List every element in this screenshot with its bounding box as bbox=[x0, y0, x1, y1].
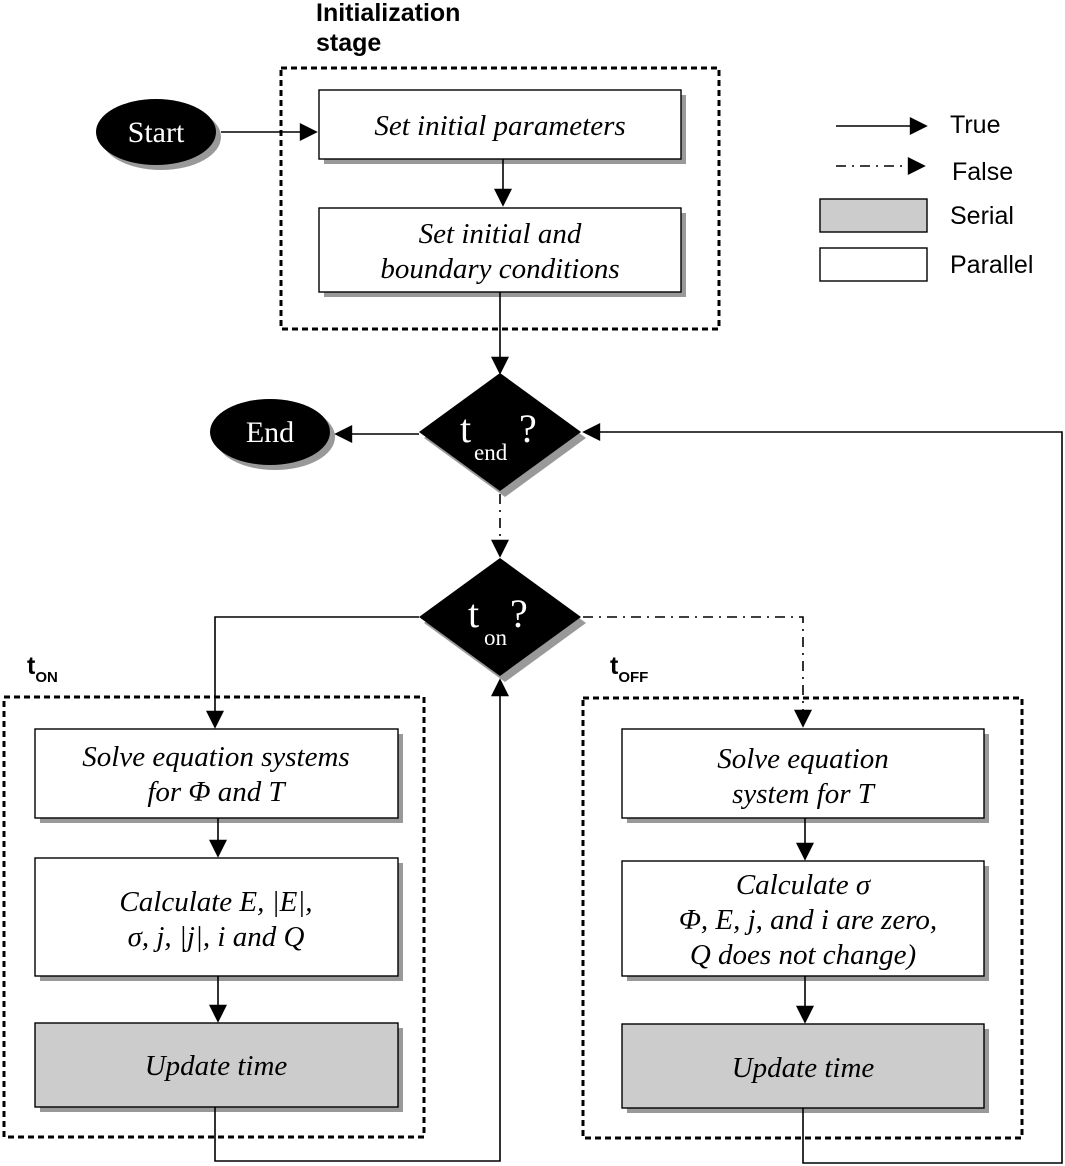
diamond-shape bbox=[419, 558, 581, 676]
off-calc-box: Calculate σ Φ, E, j, and i are zero, Q d… bbox=[621, 860, 989, 981]
box-label-line2: boundary conditions bbox=[380, 253, 619, 285]
box-shape bbox=[621, 860, 985, 977]
arrow-on-update-loop-to-ton bbox=[214, 678, 509, 1162]
ton-stage-label-sub: ON bbox=[35, 669, 58, 686]
off-solve-box: Solve equation system for T bbox=[621, 728, 989, 823]
set-initial-conditions-box: Set initial and boundary conditions bbox=[318, 207, 686, 297]
box-label-line1: Set initial and bbox=[419, 218, 582, 250]
ton-decision-question: ? bbox=[510, 591, 528, 636]
tend-decision-sub: end bbox=[474, 440, 508, 465]
end-terminal-label: End bbox=[246, 416, 294, 449]
ton-decision: t on ? bbox=[419, 558, 586, 682]
end-terminal: End bbox=[210, 399, 335, 470]
on-calc-box: Calculate E, |E|, σ, j, |j|, i and Q bbox=[34, 857, 403, 981]
box-label-line2: σ, j, |j|, i and Q bbox=[128, 921, 305, 953]
initialization-stage-group: Initialization stage bbox=[279, 0, 721, 331]
ton-stage-label-main: t bbox=[27, 652, 36, 680]
ton-decision-sub: on bbox=[484, 625, 508, 650]
start-terminal: Start bbox=[96, 99, 221, 170]
arrow-off-update-loop-to-tend bbox=[582, 423, 1063, 1164]
ton-stage-group: tON bbox=[2, 652, 426, 1139]
box-label: Set initial parameters bbox=[374, 110, 625, 142]
legend-true-label: True bbox=[950, 111, 1000, 139]
box-label-line1: Calculate σ bbox=[736, 869, 872, 901]
toff-stage-label-sub: OFF bbox=[618, 669, 648, 686]
diamond-shape bbox=[419, 373, 581, 491]
legend-parallel-swatch bbox=[819, 247, 928, 282]
box-shape bbox=[621, 728, 985, 819]
ton-stage-label: tON bbox=[27, 652, 58, 686]
on-solve-box: Solve equation systems for Φ and T bbox=[34, 728, 403, 823]
box-label-line1: Calculate E, |E|, bbox=[119, 886, 312, 918]
toff-stage-label-main: t bbox=[610, 652, 619, 680]
start-terminal-label: Start bbox=[128, 116, 185, 149]
arrow-ton-to-on-solve bbox=[206, 616, 419, 729]
box-label-line2: Φ, E, j, and i are zero, bbox=[679, 904, 937, 936]
tend-decision-main: t bbox=[460, 406, 471, 451]
ton-decision-main: t bbox=[468, 591, 479, 636]
set-initial-parameters-box: Set initial parameters bbox=[318, 89, 686, 164]
box-shape bbox=[34, 857, 399, 977]
box-label-line1: Solve equation bbox=[717, 743, 889, 775]
legend: True False Serial Parallel bbox=[819, 111, 1033, 282]
box-shape bbox=[34, 1022, 399, 1108]
toff-stage-label: tOFF bbox=[610, 652, 648, 686]
tend-decision-question: ? bbox=[519, 406, 537, 451]
box-label-line2: system for T bbox=[732, 778, 876, 810]
toff-stage-group: tOFF bbox=[581, 652, 1024, 1140]
legend-serial-label: Serial bbox=[950, 202, 1014, 230]
box-label-line2: for Φ and T bbox=[147, 776, 286, 808]
start-terminal-shape bbox=[96, 99, 216, 165]
end-terminal-shape bbox=[210, 399, 330, 465]
legend-parallel-label: Parallel bbox=[950, 251, 1033, 279]
box-label-line3: Q does not change) bbox=[690, 939, 916, 971]
box-shape bbox=[318, 89, 682, 160]
legend-false-label: False bbox=[952, 158, 1013, 186]
arrow-ton-to-off-solve-false bbox=[583, 616, 812, 728]
box-shape bbox=[34, 728, 399, 819]
box-label: Update time bbox=[732, 1052, 875, 1084]
initialization-stage-label-line1: Initialization bbox=[316, 0, 460, 27]
box-shape bbox=[318, 207, 682, 293]
on-update-box: Update time bbox=[34, 1022, 403, 1112]
tend-decision: t end ? bbox=[419, 373, 586, 497]
box-label-line1: Solve equation systems bbox=[82, 741, 349, 773]
off-update-box: Update time bbox=[621, 1023, 989, 1113]
box-label: Update time bbox=[145, 1050, 288, 1082]
initialization-stage-label-line2: stage bbox=[316, 29, 381, 57]
ton-stage-border bbox=[2, 695, 426, 1139]
legend-serial-swatch bbox=[819, 198, 928, 233]
